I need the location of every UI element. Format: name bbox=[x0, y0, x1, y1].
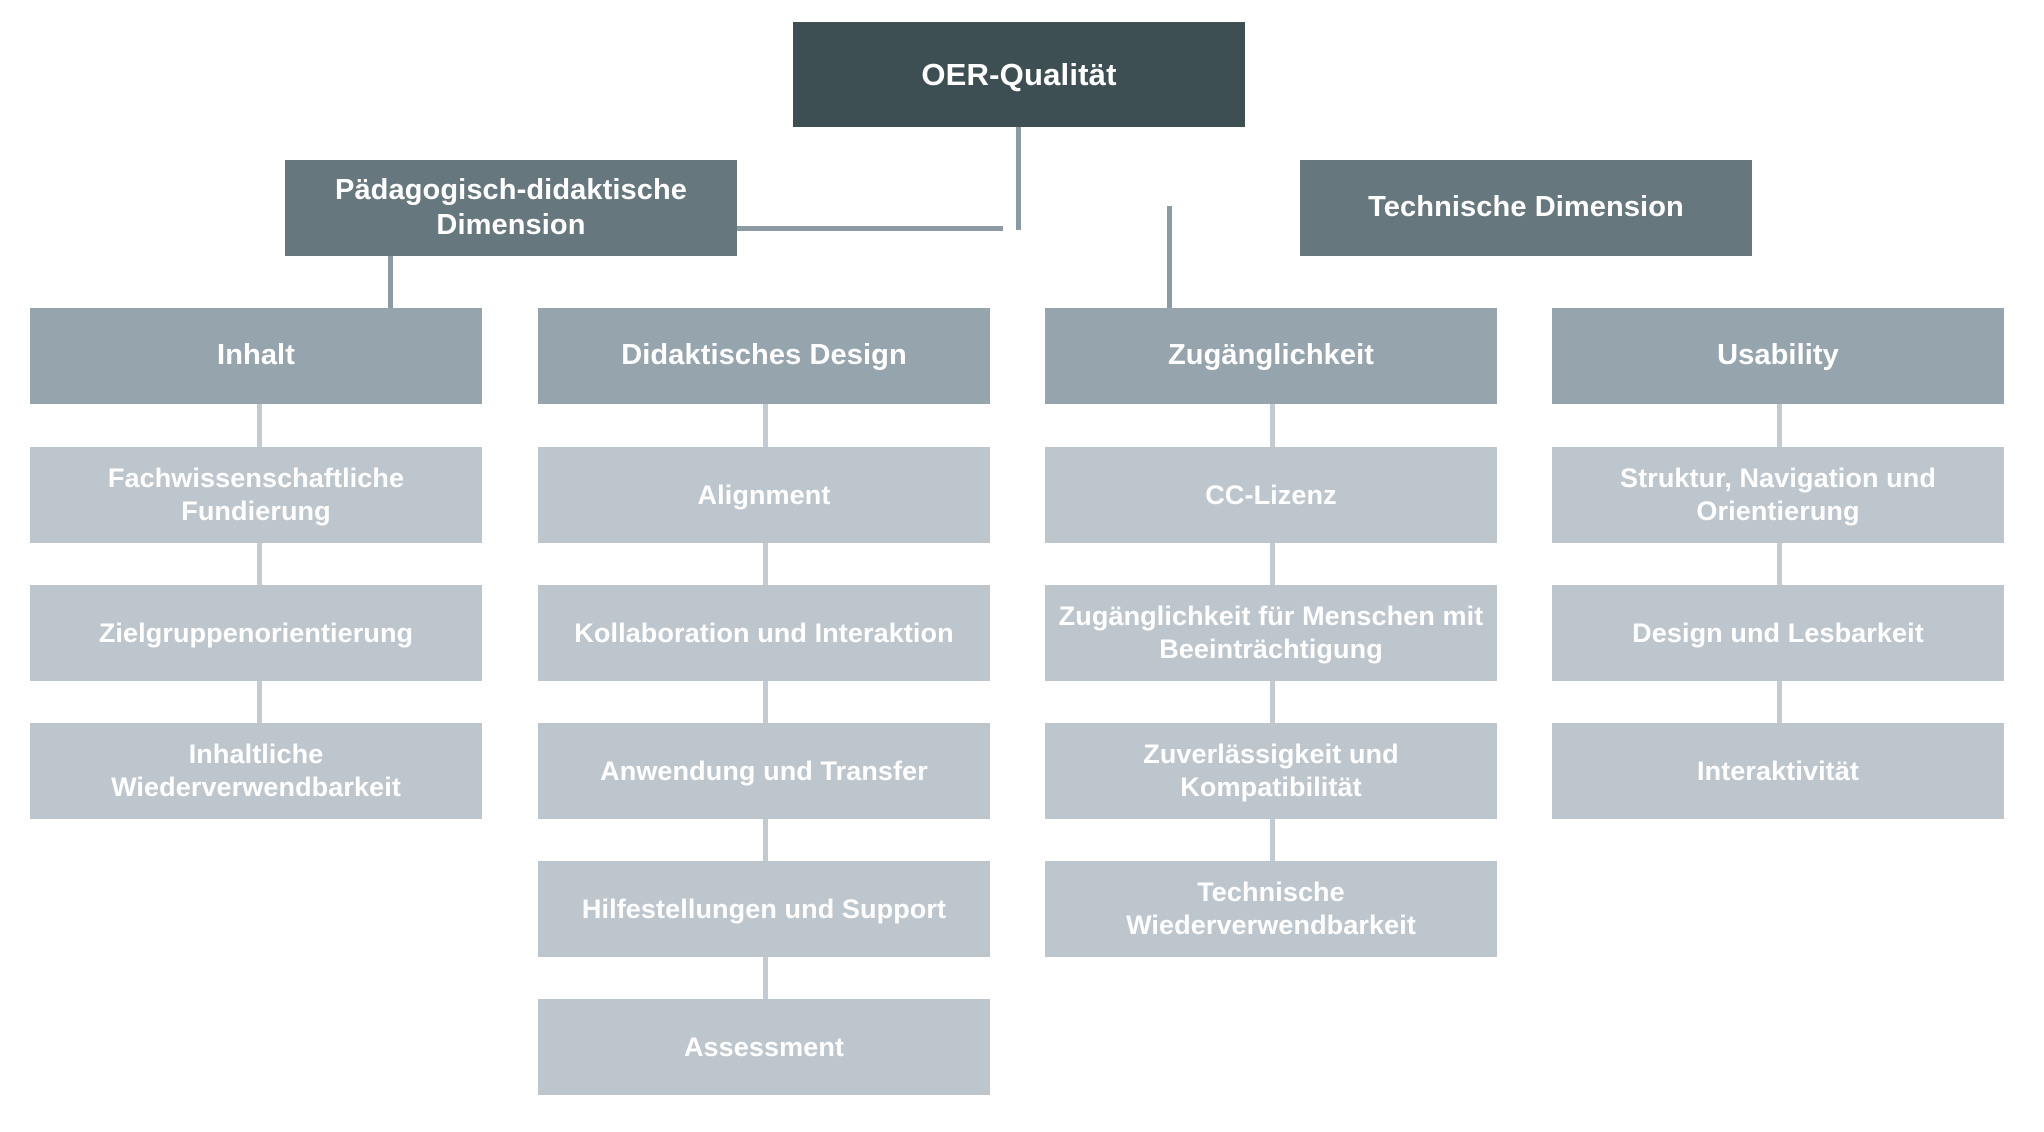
node-dimension-paedagogisch-didaktische[interactable]: Pädagogisch-didaktische Dimension bbox=[285, 160, 737, 256]
leaf-item-label: Alignment bbox=[697, 479, 831, 510]
node-dimension-label-1: Pädagogisch-didaktische Dimension bbox=[335, 173, 687, 241]
leaf-item-label: Interaktivität bbox=[1697, 755, 1859, 786]
node-root-label: OER-Qualität bbox=[921, 56, 1117, 92]
leaf-item[interactable]: Design und Lesbarkeit bbox=[1552, 585, 2004, 681]
node-category-zugaenglichkeit[interactable]: Zugänglichkeit bbox=[1045, 308, 1497, 404]
leaf-item[interactable]: Technische Wiederverwendbarkeit bbox=[1045, 861, 1497, 957]
connector-left-dimension-stem bbox=[388, 206, 393, 362]
node-category-label-1: Inhalt bbox=[217, 339, 295, 372]
leaf-item[interactable]: Zielgruppenorientierung bbox=[30, 585, 482, 681]
leaf-item[interactable]: Inhaltliche Wiederverwendbarkeit bbox=[30, 723, 482, 819]
connector-root-stem bbox=[1016, 102, 1021, 230]
node-root-oer-qualitaet[interactable]: OER-Qualität bbox=[793, 22, 1245, 127]
leaf-item[interactable]: Assessment bbox=[538, 999, 990, 1095]
leaf-item[interactable]: Fachwissenschaftliche Fundierung bbox=[30, 447, 482, 543]
leaf-item-label: Technische Wiederverwendbarkeit bbox=[1126, 877, 1416, 940]
leaf-item-label: Fachwissenschaftliche Fundierung bbox=[107, 463, 405, 526]
leaf-item-label: Zuverlässigkeit und Kompatibilität bbox=[1143, 739, 1399, 802]
leaf-item-label: Struktur, Navigation und Orientierung bbox=[1620, 463, 1936, 526]
leaf-item[interactable]: Anwendung und Transfer bbox=[538, 723, 990, 819]
leaf-item[interactable]: Zugänglichkeit für Menschen mit Beeinträ… bbox=[1045, 585, 1497, 681]
leaf-item-label: Kollaboration und Interaktion bbox=[574, 617, 954, 648]
connector-right-dimension-stem bbox=[1167, 206, 1172, 362]
node-category-usability[interactable]: Usability bbox=[1552, 308, 2004, 404]
node-category-label-4: Usability bbox=[1717, 339, 1839, 372]
leaf-item-label: Zugänglichkeit für Menschen mit Beeinträ… bbox=[1058, 601, 1484, 664]
leaf-item[interactable]: CC-Lizenz bbox=[1045, 447, 1497, 543]
leaf-item[interactable]: Kollaboration und Interaktion bbox=[538, 585, 990, 681]
node-category-inhalt[interactable]: Inhalt bbox=[30, 308, 482, 404]
leaf-item[interactable]: Zuverlässigkeit und Kompatibilität bbox=[1045, 723, 1497, 819]
node-dimension-label-2: Technische Dimension bbox=[1368, 191, 1684, 224]
node-dimension-technische[interactable]: Technische Dimension bbox=[1300, 160, 1752, 256]
node-category-label-3: Zugänglichkeit bbox=[1167, 339, 1375, 372]
leaf-item-label: Assessment bbox=[683, 1031, 845, 1062]
leaf-item-label: Inhaltliche Wiederverwendbarkeit bbox=[111, 739, 401, 802]
leaf-item-label: Zielgruppenorientierung bbox=[98, 617, 414, 648]
connector-dimension-bus bbox=[563, 226, 1003, 231]
leaf-item-label: Design und Lesbarkeit bbox=[1632, 617, 1924, 648]
node-category-didaktisches-design[interactable]: Didaktisches Design bbox=[538, 308, 990, 404]
leaf-item-label: Anwendung und Transfer bbox=[600, 755, 928, 786]
leaf-item-label: CC-Lizenz bbox=[1205, 479, 1337, 510]
leaf-item[interactable]: Hilfestellungen und Support bbox=[538, 861, 990, 957]
leaf-item[interactable]: Interaktivität bbox=[1552, 723, 2004, 819]
leaf-item[interactable]: Alignment bbox=[538, 447, 990, 543]
node-category-label-2: Didaktisches Design bbox=[621, 339, 907, 372]
leaf-item-label: Hilfestellungen und Support bbox=[581, 893, 947, 924]
leaf-item[interactable]: Struktur, Navigation und Orientierung bbox=[1552, 447, 2004, 543]
